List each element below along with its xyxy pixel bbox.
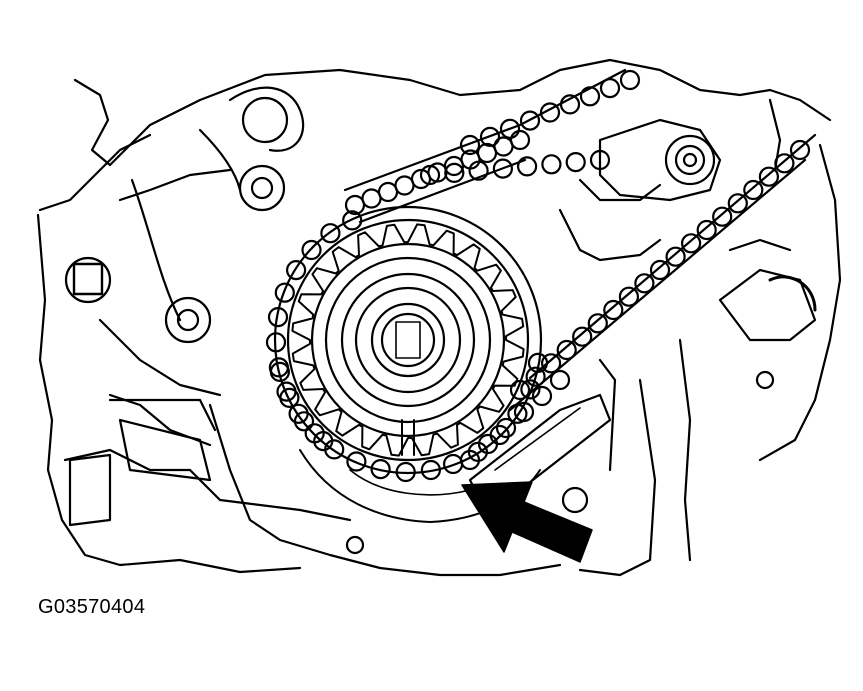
chain-link	[444, 162, 465, 183]
chain-link	[479, 126, 501, 147]
chain-link	[361, 188, 382, 209]
chain-link	[459, 134, 481, 156]
sprocket-teeth	[291, 223, 525, 457]
chain-link	[531, 385, 553, 407]
chain-link	[279, 387, 300, 408]
chain-link	[468, 160, 489, 181]
chain-link	[265, 332, 287, 353]
pointer-arrow	[461, 481, 593, 563]
chain-link	[619, 69, 641, 91]
chain-link	[634, 273, 655, 294]
chain-link	[495, 417, 517, 439]
chain-link	[301, 239, 322, 261]
chain-link	[509, 129, 531, 151]
chain-link	[499, 118, 521, 139]
chain-link	[419, 164, 441, 186]
chain-link	[680, 233, 702, 254]
timing-chain	[265, 68, 817, 483]
chain-link	[539, 102, 561, 123]
chain-link	[476, 142, 498, 164]
chain-link	[572, 326, 593, 347]
chain-link	[509, 379, 531, 401]
chain-link	[477, 433, 499, 455]
crankshaft-sprocket	[273, 205, 543, 475]
chain-side-plates	[343, 68, 817, 412]
chain-link	[758, 166, 780, 187]
chain-link	[549, 369, 571, 391]
chain-link	[565, 152, 586, 173]
chain-link	[492, 158, 513, 179]
chain-link	[789, 139, 811, 161]
chain-link	[293, 411, 315, 432]
chain-link	[727, 193, 748, 214]
chain-link	[267, 307, 289, 328]
chain-link	[459, 449, 481, 471]
chain-link	[520, 379, 541, 400]
tensioner-bracket	[598, 118, 817, 342]
chain-link	[540, 353, 562, 374]
chain-link	[394, 175, 415, 196]
chain-link	[286, 260, 307, 281]
bolts	[64, 96, 775, 555]
chain-link	[313, 431, 334, 452]
figure-id-label: G03570404	[38, 596, 146, 618]
chain-link	[712, 206, 733, 227]
chain-link	[599, 77, 621, 99]
chain-link	[556, 339, 577, 361]
chain-link	[525, 366, 546, 387]
chain-link	[649, 259, 671, 281]
chain-link	[274, 282, 295, 303]
chain-link	[541, 154, 562, 175]
chain-link	[516, 156, 538, 177]
engine-block-outline	[36, 58, 842, 577]
chain-link	[320, 223, 341, 244]
chain-link	[743, 179, 764, 201]
chain-link	[579, 86, 601, 107]
sprocket-teeth-path	[291, 223, 525, 457]
chain-link	[665, 246, 686, 267]
chain-link	[420, 459, 441, 481]
chain-link	[269, 361, 290, 382]
chain-link	[377, 181, 399, 203]
chain-link	[513, 401, 535, 423]
chain-link	[696, 219, 717, 241]
chain-link	[370, 459, 391, 480]
chain-link	[618, 286, 640, 307]
chain-link	[603, 299, 624, 321]
chain-link	[587, 313, 608, 334]
chain-link	[774, 153, 795, 174]
chain-link	[395, 461, 416, 483]
chain-link	[519, 110, 541, 131]
timing-chain-illustration	[36, 58, 842, 577]
chain-link	[346, 451, 367, 472]
